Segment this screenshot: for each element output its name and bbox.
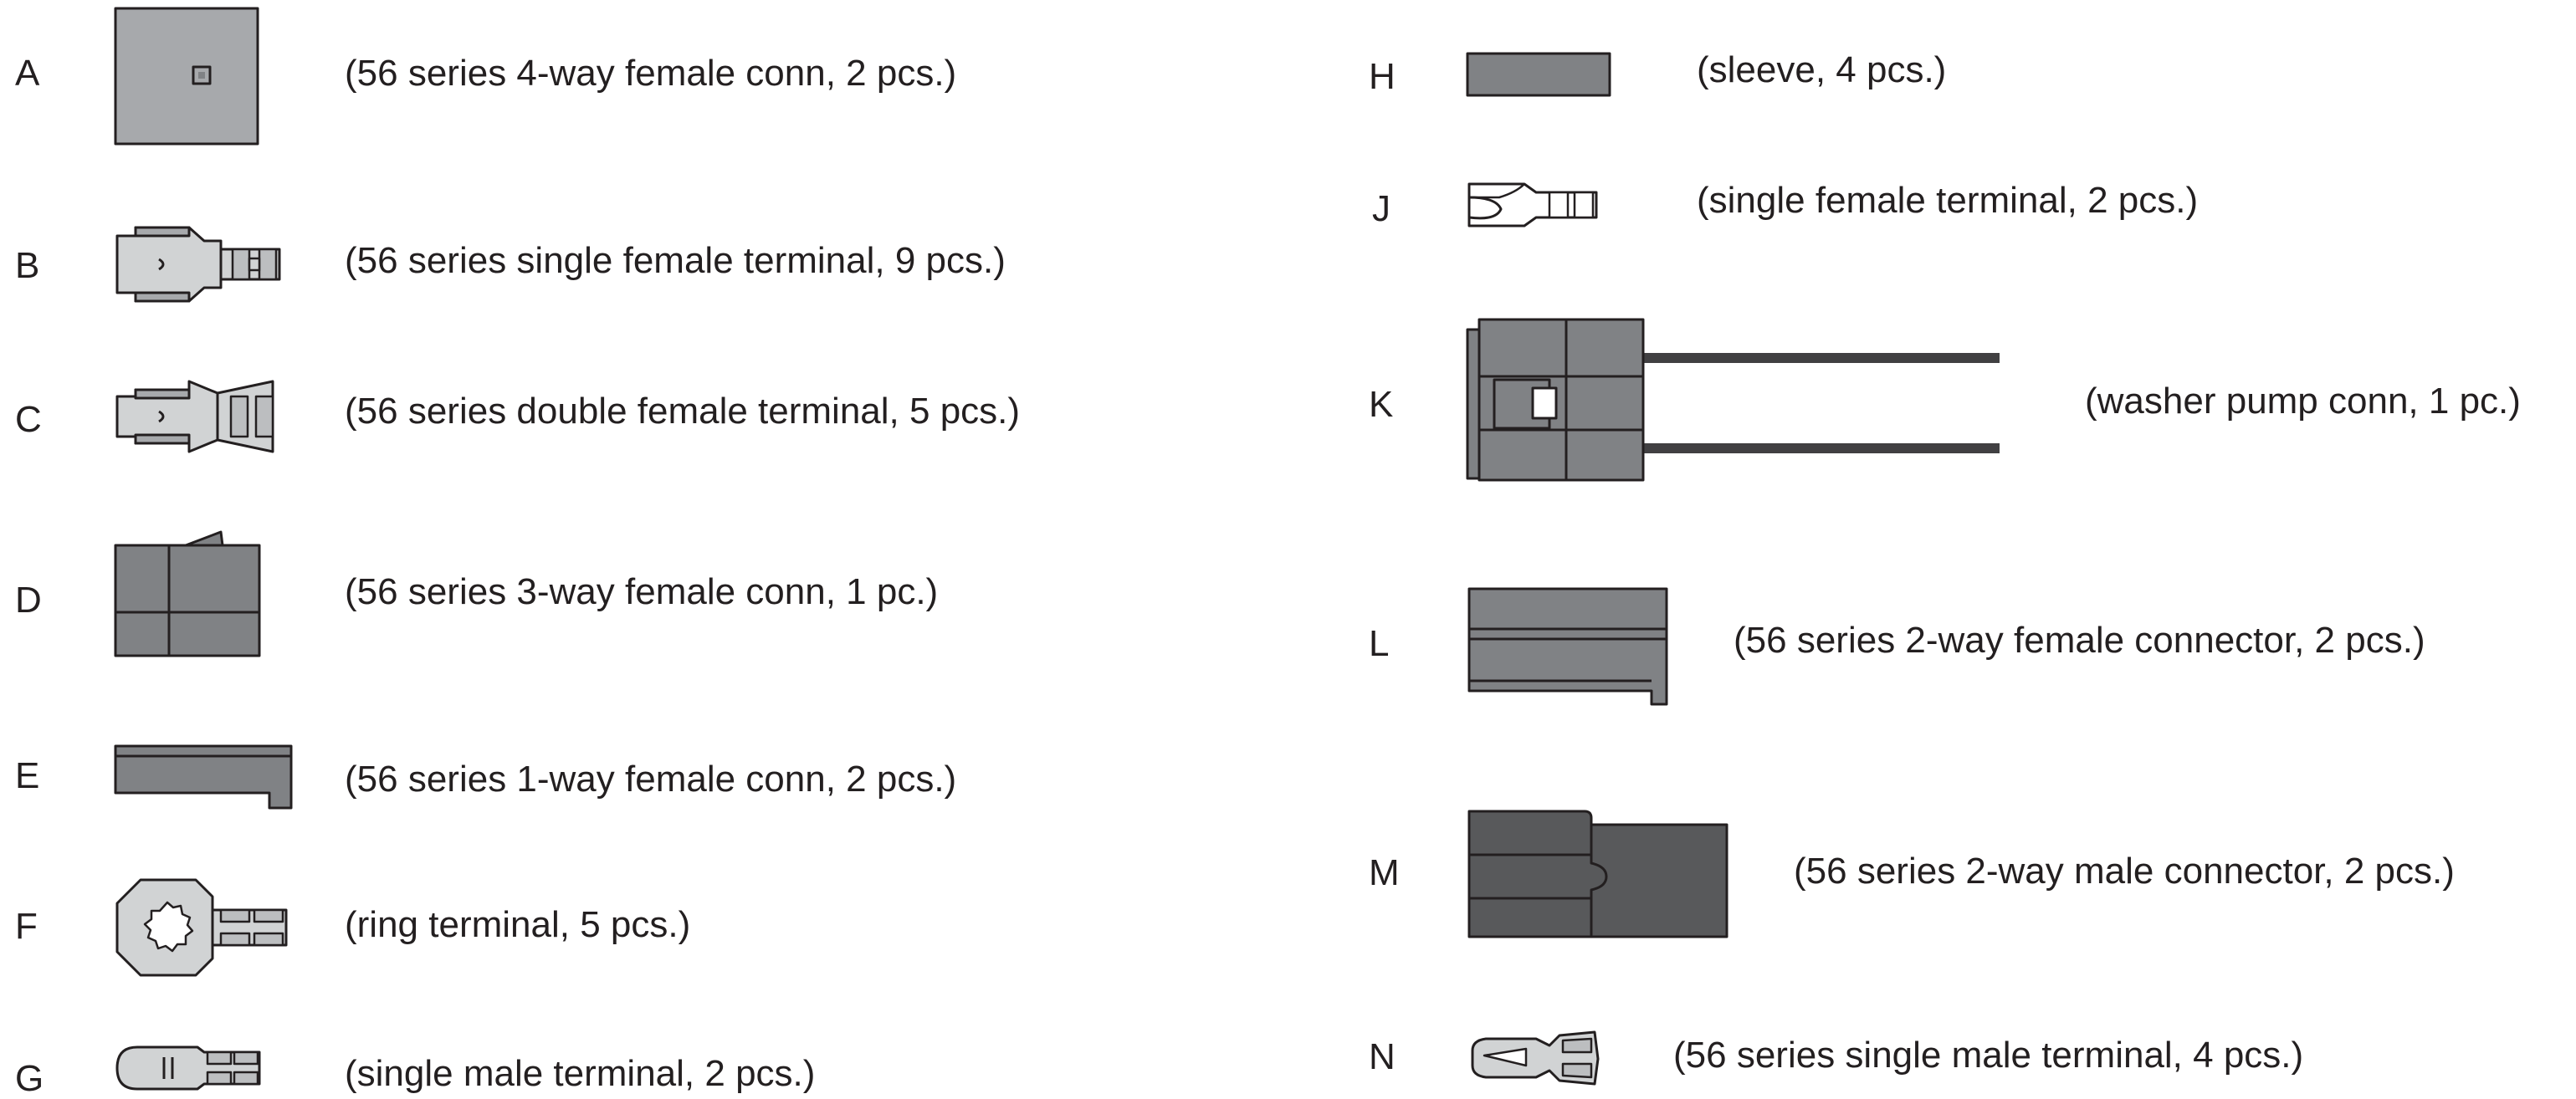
part-description: (ring terminal, 5 pcs.) — [345, 904, 691, 945]
part-letter: D — [15, 580, 42, 621]
single-male-terminal-icon — [115, 1045, 261, 1091]
part-description: (56 series 2-way male connector, 2 pcs.) — [1794, 851, 2455, 892]
4-way-female-connector-icon — [114, 7, 259, 146]
2-way-male-connector-icon — [1467, 810, 1728, 938]
part-letter: K — [1369, 384, 1394, 425]
double-female-terminal-icon — [115, 380, 274, 453]
part-description: (sleeve, 4 pcs.) — [1697, 49, 1947, 90]
washer-pump-connector-icon — [1466, 318, 2000, 482]
part-letter: F — [15, 906, 38, 947]
part-description: (56 series single male terminal, 4 pcs.) — [1673, 1035, 2304, 1076]
part-description: (56 series double female terminal, 5 pcs… — [345, 391, 1021, 432]
part-letter: G — [15, 1058, 44, 1099]
part-description: (56 series 1-way female conn, 2 pcs.) — [345, 759, 957, 800]
single-female-terminal-small-icon — [1467, 182, 1598, 227]
part-letter: L — [1369, 623, 1390, 664]
3-way-female-connector-icon — [114, 530, 261, 657]
part-letter: C — [15, 399, 42, 440]
part-letter: H — [1369, 56, 1396, 97]
part-description: (single male terminal, 2 pcs.) — [345, 1053, 816, 1094]
single-male-terminal-56-icon — [1471, 1030, 1600, 1086]
part-description: (56 series 3-way female conn, 1 pc.) — [345, 571, 939, 612]
part-letter: E — [15, 755, 40, 796]
ring-terminal-icon — [115, 878, 288, 977]
part-letter: A — [15, 53, 40, 94]
part-description: (56 series 2-way female connector, 2 pcs… — [1734, 620, 2425, 661]
part-letter: M — [1369, 852, 1400, 893]
2-way-female-connector-icon — [1467, 587, 1668, 706]
part-description: (56 series single female terminal, 9 pcs… — [345, 240, 1006, 281]
1-way-female-connector-icon — [114, 744, 293, 810]
part-letter: B — [15, 245, 40, 286]
sleeve-icon — [1466, 52, 1611, 97]
part-description: (single female terminal, 2 pcs.) — [1697, 180, 2199, 221]
part-description: (washer pump conn, 1 pc.) — [2085, 381, 2521, 422]
part-description: (56 series 4-way female conn, 2 pcs.) — [345, 53, 957, 94]
single-female-terminal-icon — [115, 226, 281, 303]
part-letter: N — [1369, 1036, 1396, 1077]
part-letter: J — [1372, 188, 1390, 229]
